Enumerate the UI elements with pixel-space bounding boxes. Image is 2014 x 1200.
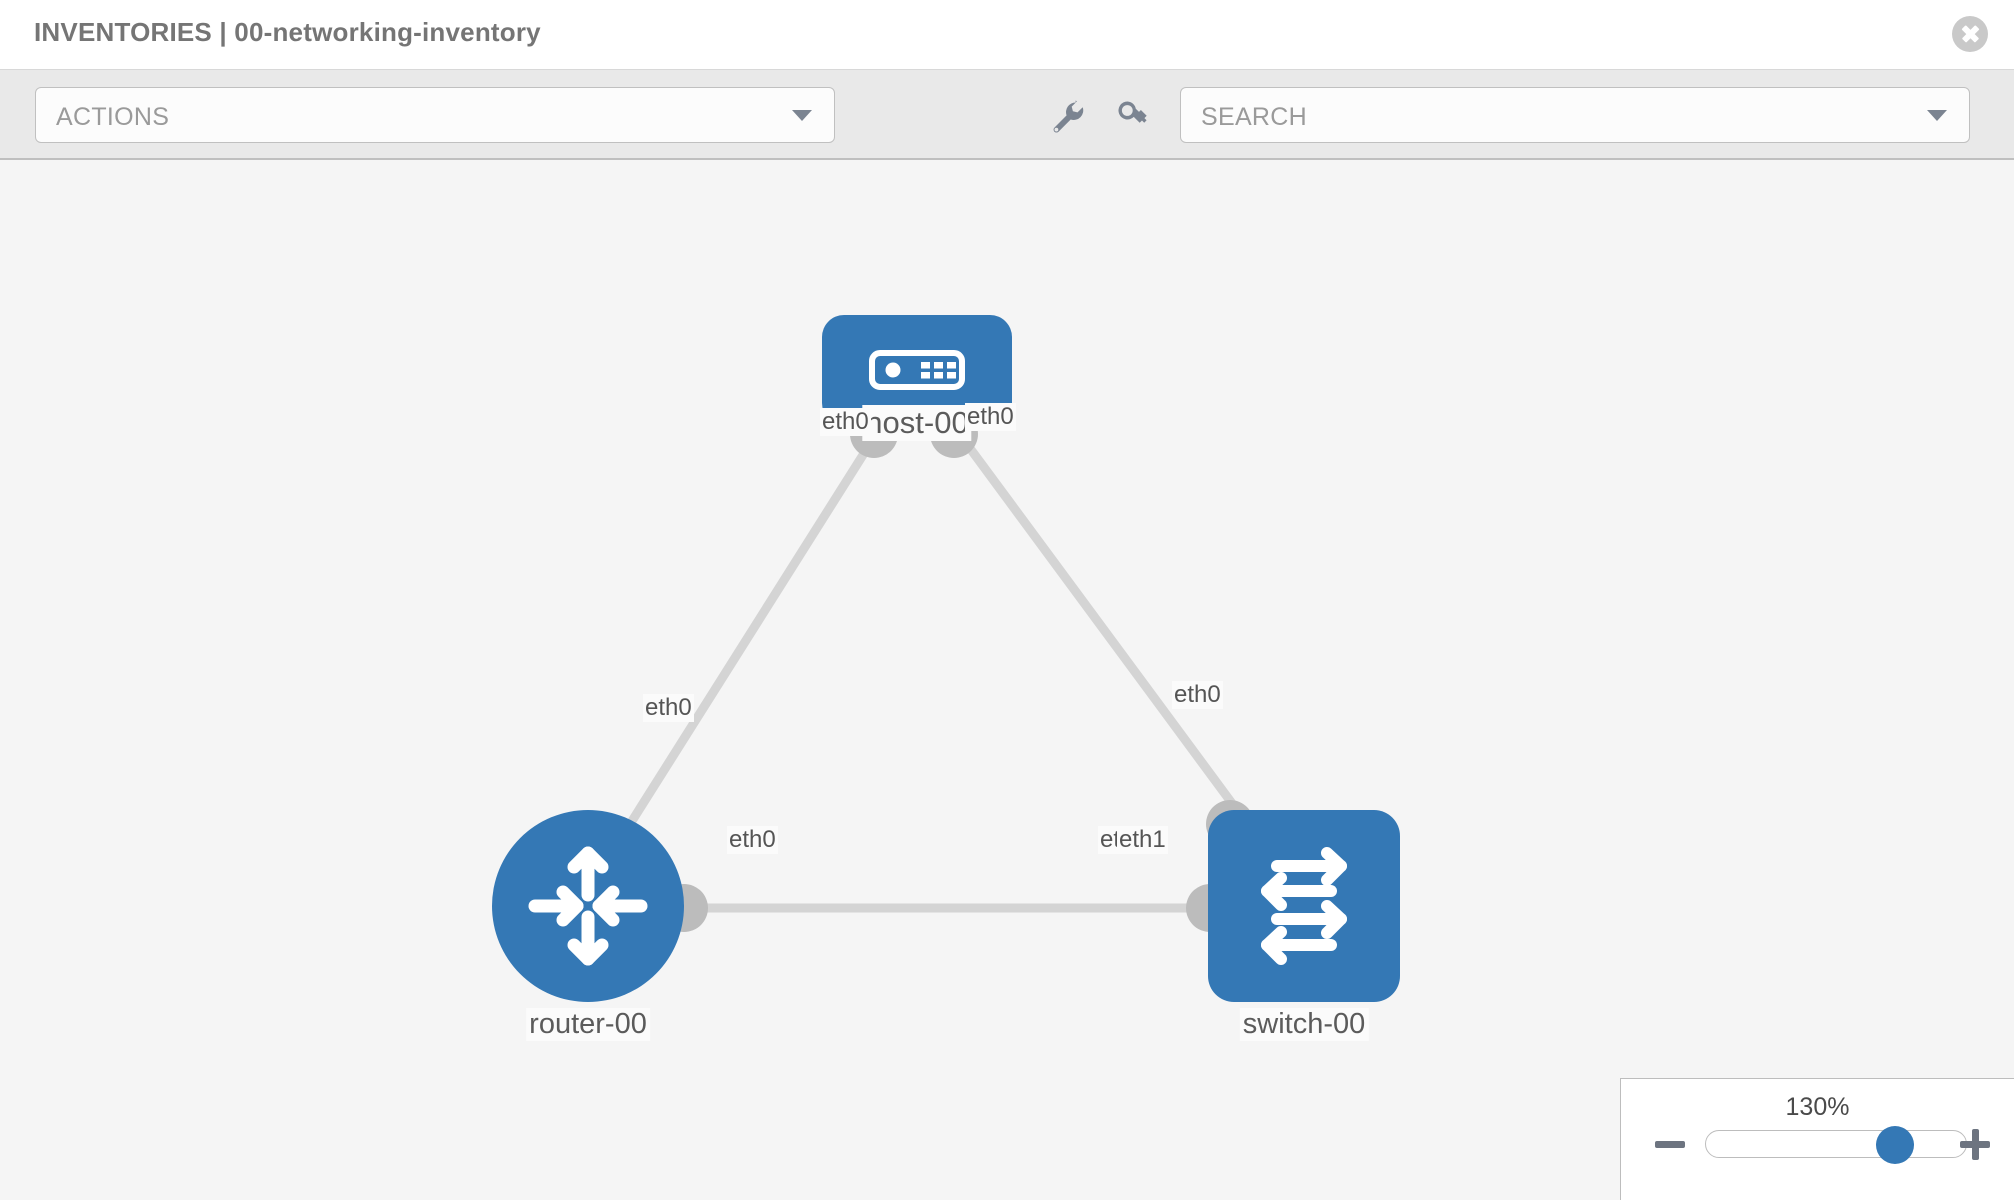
topology-node-router-00[interactable]: router-00 <box>492 810 684 1041</box>
wrench-icon[interactable] <box>1046 96 1086 136</box>
zoom-slider-thumb[interactable] <box>1876 1126 1914 1164</box>
topology-node-switch-00[interactable]: switch-00 <box>1208 810 1400 1041</box>
zoom-slider-track[interactable] <box>1705 1126 1967 1164</box>
switch-icon <box>1261 847 1347 965</box>
edge-label-host-left: eth0 <box>820 408 871 436</box>
server-icon <box>869 350 965 390</box>
router-node-shape <box>492 810 684 1002</box>
link-host-switch[interactable] <box>950 423 1253 830</box>
zoom-level-value: 130% <box>1785 1093 1850 1121</box>
topology-links <box>615 423 1253 913</box>
actions-dropdown-label: ACTIONS <box>56 103 170 131</box>
edge-label-host-right: eth0 <box>965 403 1016 431</box>
link-host-router[interactable] <box>615 423 885 845</box>
topology-node-host-00[interactable]: host-00 <box>822 315 1012 441</box>
page-header: INVENTORIES | 00-networking-inventory <box>0 0 2014 70</box>
zoom-out-button[interactable] <box>1653 1127 1687 1161</box>
zoom-in-button[interactable] <box>1958 1127 1992 1161</box>
edge-label-router-right: eth0 <box>727 826 778 854</box>
actions-dropdown[interactable]: ACTIONS <box>35 87 835 143</box>
edge-label-router-up: eth0 <box>643 694 694 722</box>
page-title: INVENTORIES | 00-networking-inventory <box>34 17 541 47</box>
search-input[interactable]: SEARCH <box>1180 87 1970 143</box>
router-icon <box>528 846 648 966</box>
key-icon[interactable] <box>1113 96 1153 136</box>
toolbar: ACTIONS SEARCH <box>0 70 2014 160</box>
close-icon[interactable] <box>1952 16 1988 52</box>
switch-node-shape <box>1208 810 1400 1002</box>
edge-label-switch-left-over: eth1 <box>1117 826 1168 854</box>
zoom-control-panel: 130% <box>1620 1078 2014 1200</box>
edge-label-switch-up: eth0 <box>1172 681 1223 709</box>
chevron-down-icon <box>1927 110 1947 121</box>
router-node-label: router-00 <box>526 1008 650 1041</box>
host-node-label: host-00 <box>862 405 972 441</box>
chevron-down-icon <box>792 110 812 121</box>
topology-canvas[interactable]: host-00 rout <box>0 160 2014 1200</box>
search-placeholder: SEARCH <box>1201 103 1307 131</box>
switch-node-label: switch-00 <box>1239 1008 1369 1041</box>
